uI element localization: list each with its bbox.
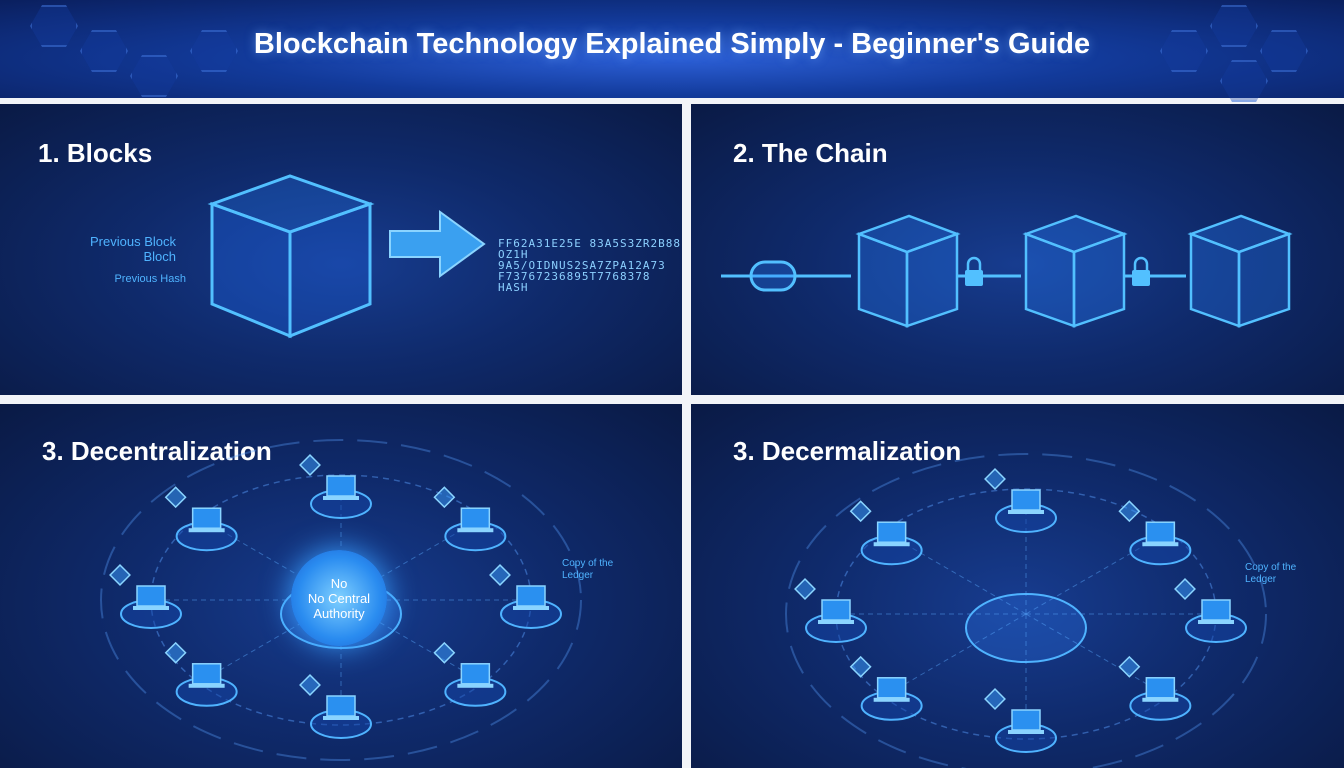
ledger-cube-icon xyxy=(164,641,187,664)
connection-line xyxy=(891,613,1027,693)
laptop-icon xyxy=(1011,489,1041,511)
ledger-cube-icon xyxy=(1118,655,1141,678)
panel-decentralization-2: 3. Decermalization Copy of the Ledger xyxy=(691,404,1344,768)
laptop-node xyxy=(500,585,562,629)
chain-link-icon xyxy=(749,260,797,292)
chain-illustration xyxy=(721,214,1293,328)
laptop-icon xyxy=(821,599,851,621)
label-previous-block: Previous Block xyxy=(90,234,176,249)
label-bloch: Bloch xyxy=(143,249,176,264)
connection-line xyxy=(1025,613,1161,693)
laptop-node xyxy=(444,663,507,707)
laptop-node xyxy=(175,663,238,707)
laptop-node xyxy=(995,489,1057,533)
copy-ledger-label: Copy of the Ledger xyxy=(562,558,614,581)
laptop-icon xyxy=(1201,599,1231,621)
network-diagram xyxy=(785,453,1267,768)
copy-ledger-label: Copy of the Ledger xyxy=(1245,562,1297,585)
panel-title: 2. The Chain xyxy=(733,138,888,168)
ledger-cube-icon xyxy=(433,641,456,664)
laptop-node xyxy=(310,475,372,519)
ledger-cube-icon xyxy=(489,564,511,586)
chain-block xyxy=(855,214,961,328)
laptop-icon xyxy=(326,475,356,497)
connection-line xyxy=(206,599,342,679)
laptop-node xyxy=(860,677,923,721)
laptop-icon xyxy=(460,507,491,529)
laptop-node xyxy=(120,585,182,629)
laptop-icon xyxy=(191,507,222,529)
laptop-icon xyxy=(516,585,546,607)
ledger-cube-icon xyxy=(433,486,456,509)
chain-block xyxy=(1022,214,1128,328)
ledger-cube-icon xyxy=(299,674,321,696)
laptop-node xyxy=(175,507,238,552)
ledger-cube-icon xyxy=(794,578,816,600)
ledger-cube-icon xyxy=(1174,578,1196,600)
laptop-icon xyxy=(876,521,907,543)
block-cube-illustration xyxy=(207,174,486,339)
laptop-node xyxy=(1185,599,1247,643)
ledger-cube-icon xyxy=(984,468,1006,490)
outer-ring xyxy=(100,439,582,761)
ledger-cube-icon xyxy=(849,500,872,523)
laptop-icon xyxy=(460,663,491,685)
label-previous-hash: Previous Hash xyxy=(114,273,186,285)
outer-ring xyxy=(785,453,1267,768)
ledger-cube-icon xyxy=(1118,500,1141,523)
connection-line xyxy=(340,599,476,679)
panel-blocks: 1. Blocks Previous Block Bloch Previous … xyxy=(0,104,682,395)
lock-icon xyxy=(965,256,983,286)
laptop-node xyxy=(860,521,923,566)
laptop-icon xyxy=(1011,709,1041,731)
panel-chain: 2. The Chain xyxy=(691,104,1344,395)
laptop-node xyxy=(1129,521,1192,566)
laptop-node xyxy=(995,709,1057,753)
center-platform xyxy=(965,593,1087,663)
chain-block xyxy=(1187,214,1293,328)
ledger-cube-icon xyxy=(299,454,321,476)
panel-title: 3. Decentralization xyxy=(42,436,272,466)
ledger-cube-icon xyxy=(164,486,187,509)
laptop-icon xyxy=(136,585,166,607)
laptop-icon xyxy=(876,677,907,699)
ledger-cube-icon xyxy=(849,655,872,678)
laptop-node xyxy=(310,695,372,739)
ledger-cube-icon xyxy=(109,564,131,586)
laptop-icon xyxy=(1145,677,1176,699)
lock-icon xyxy=(1132,256,1150,286)
header-banner: Blockchain Technology Explained Simply -… xyxy=(0,0,1344,102)
page-title: Blockchain Technology Explained Simply -… xyxy=(253,27,1091,60)
panel-title: 3. Decermalization xyxy=(733,436,962,466)
ledger-cube-icon xyxy=(984,688,1006,710)
laptop-icon xyxy=(1145,521,1176,543)
laptop-icon xyxy=(326,695,356,717)
laptop-icon xyxy=(191,663,222,685)
laptop-node xyxy=(444,507,507,552)
laptop-node xyxy=(805,599,867,643)
laptop-node xyxy=(1129,677,1192,721)
panel-title: 1. Blocks xyxy=(38,138,153,168)
arrow-right-icon xyxy=(389,210,486,278)
